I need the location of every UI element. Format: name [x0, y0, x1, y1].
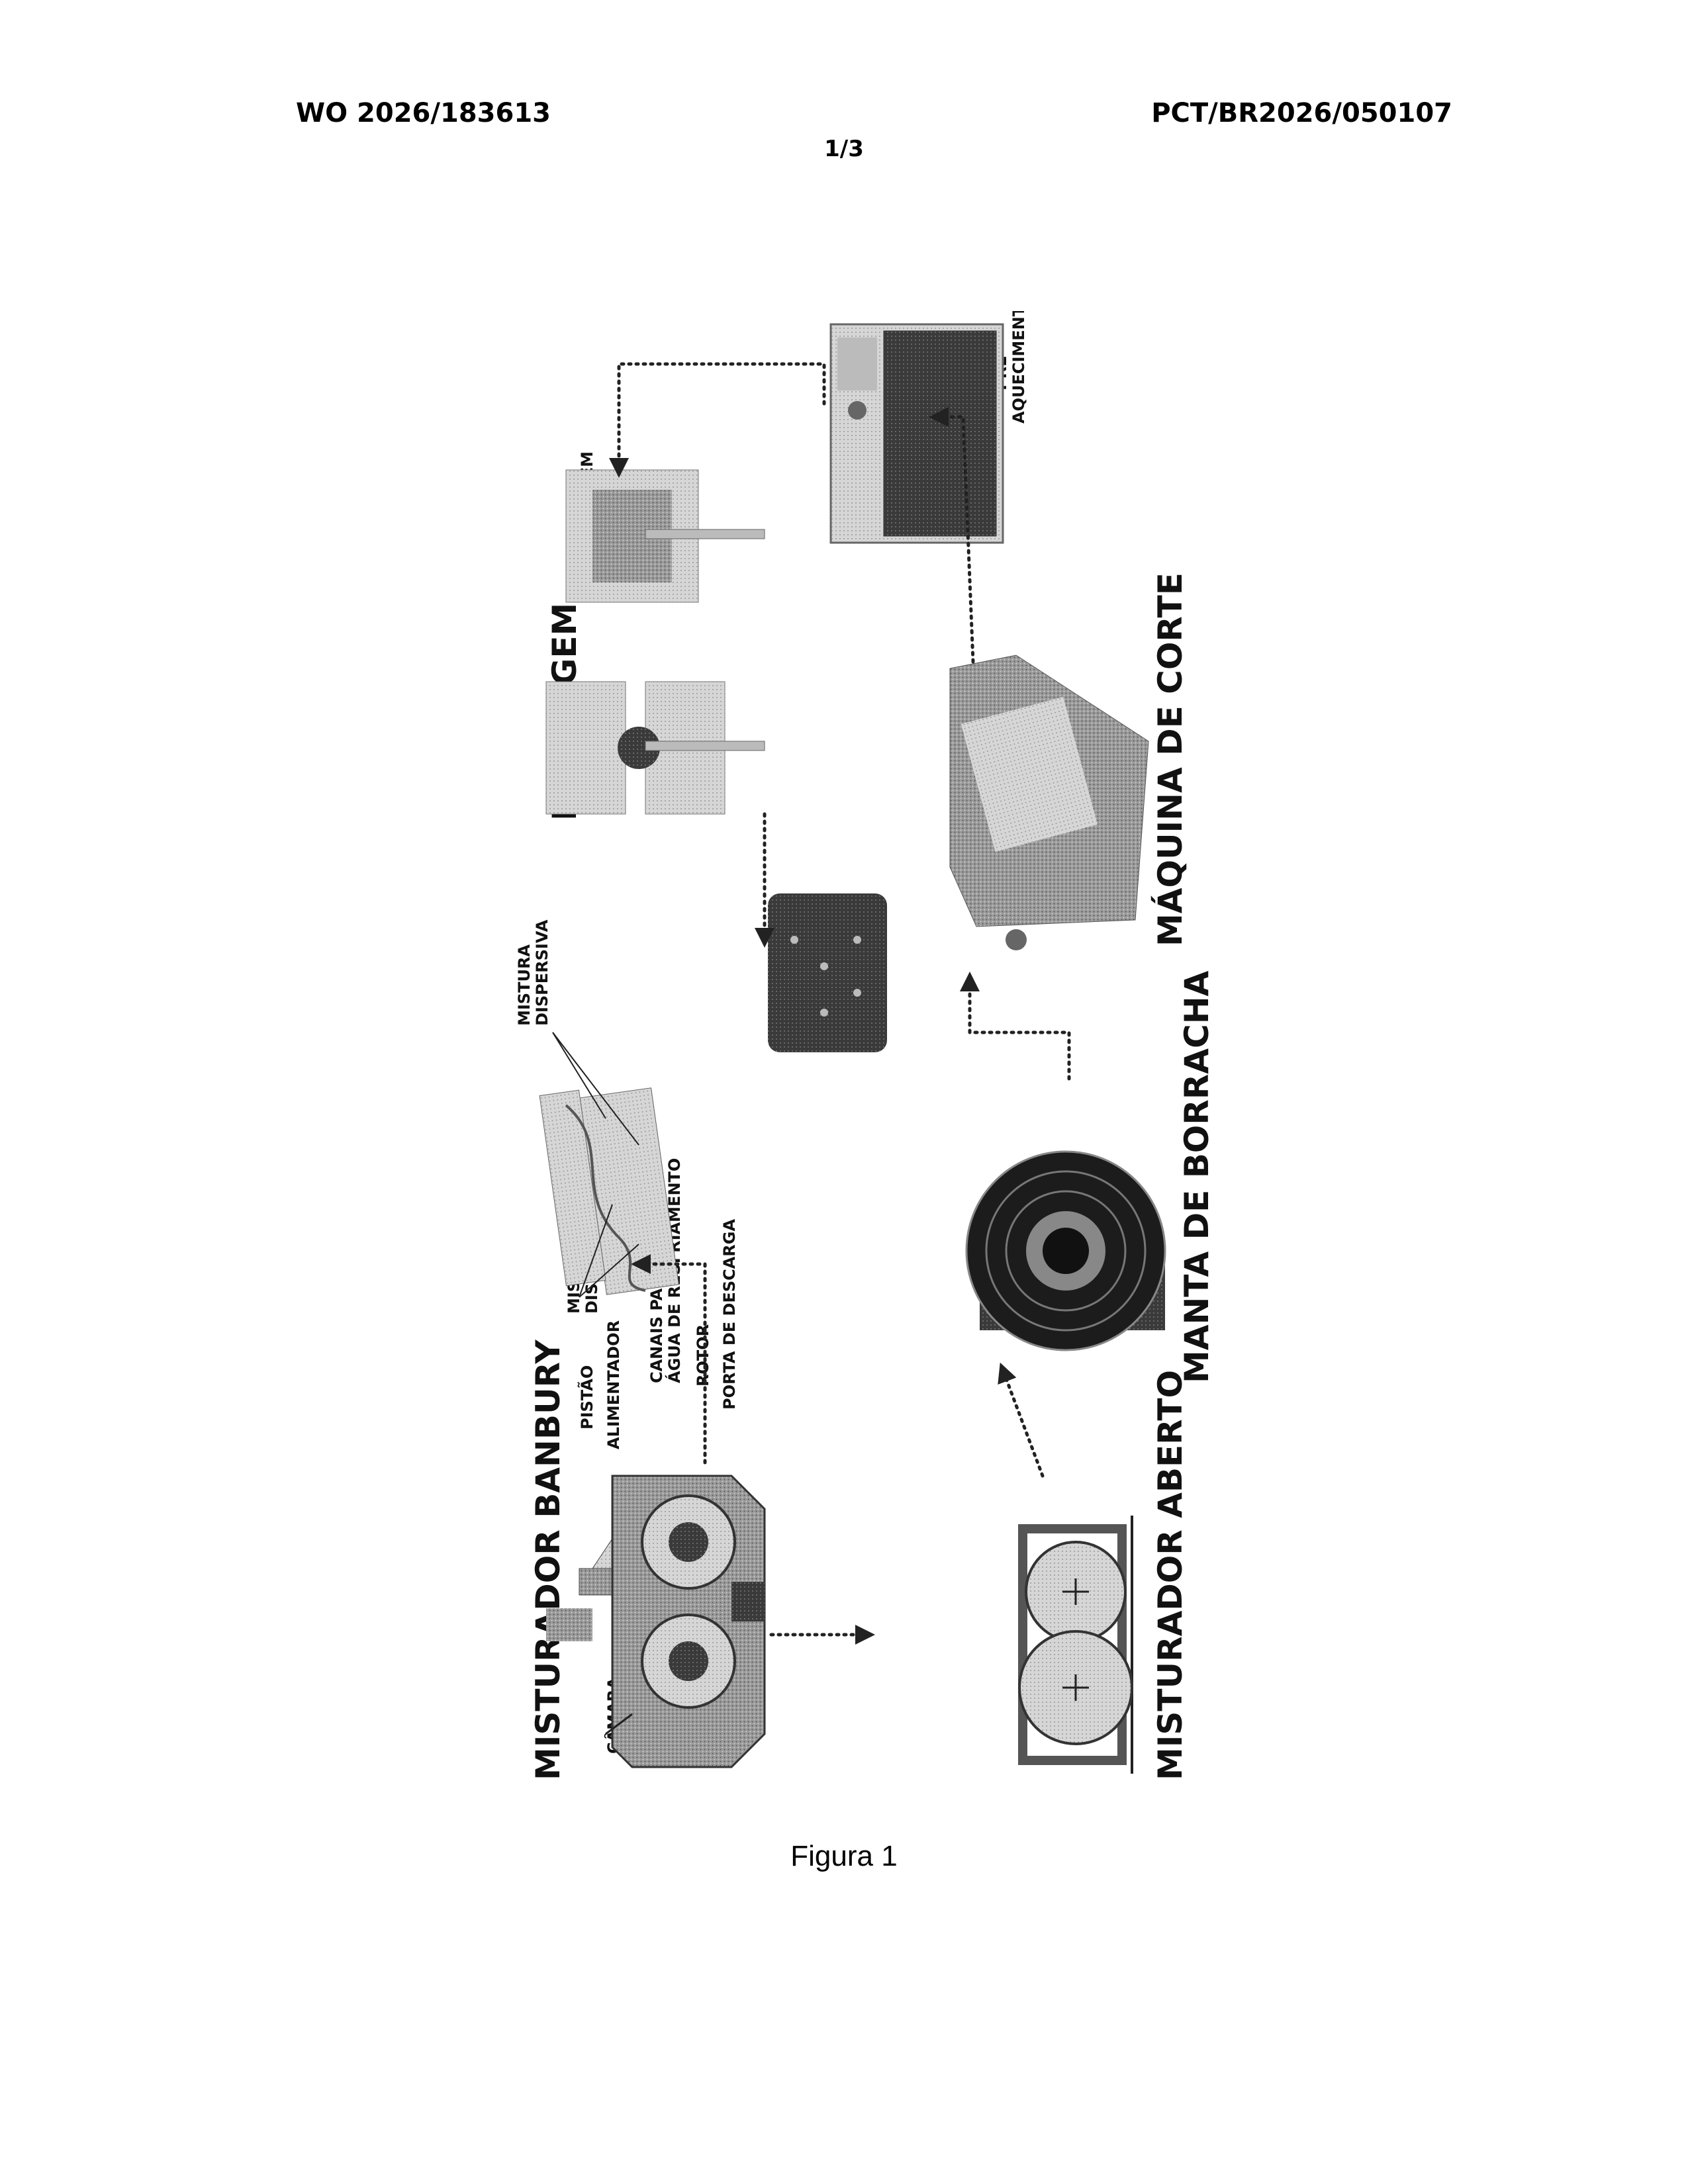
application-number: PCT/BR2026/050107: [1151, 98, 1452, 128]
alimentador-label: ALIMENTADOR: [604, 1320, 623, 1449]
pistao-label: PISTÃO: [577, 1365, 596, 1430]
cutting-machine-title: MÁQUINA DE CORTE: [1150, 572, 1190, 946]
preheating-oven-illustration: [831, 324, 1003, 543]
rotor-mixing-illustration: [539, 1032, 679, 1297]
mold-open-illustration: [546, 682, 765, 814]
mistura-dispersiva-label-2: DISPERSIVA: [533, 919, 551, 1026]
open-mixer-illustration: [1019, 1516, 1132, 1774]
pre-aquecimento-label-2: AQUECIMENTO: [1009, 311, 1028, 424]
process-diagram: MISTURADOR BANBURY MISTURADOR ABERTO MAN…: [513, 311, 1215, 1827]
porta-descarga-label: PORTA DE DESCARGA: [720, 1219, 739, 1410]
banbury-mixer-title: MISTURADOR BANBURY: [529, 1340, 567, 1780]
cutting-machine-illustration: [950, 655, 1149, 950]
molded-rubber-block: [768, 893, 887, 1052]
figure-caption: Figura 1: [0, 1840, 1688, 1873]
rubber-sheet-roll-illustration: [966, 1152, 1165, 1350]
mistura-dispersiva-label-1: MISTURA: [515, 944, 534, 1026]
process-diagram-svg: MISTURADOR BANBURY MISTURADOR ABERTO MAN…: [513, 311, 1215, 1827]
rotor-label: ROTOR: [694, 1324, 712, 1387]
publication-number: WO 2026/183613: [296, 98, 551, 128]
banbury-mixer-illustration: [546, 1476, 765, 1767]
open-mixer-title: MISTURADOR ABERTO: [1151, 1370, 1190, 1780]
mold-closed-illustration: [566, 470, 765, 602]
sheet-number: 1/3: [0, 136, 1688, 162]
rubber-sheet-title: MANTA DE BORRACHA: [1178, 970, 1215, 1383]
